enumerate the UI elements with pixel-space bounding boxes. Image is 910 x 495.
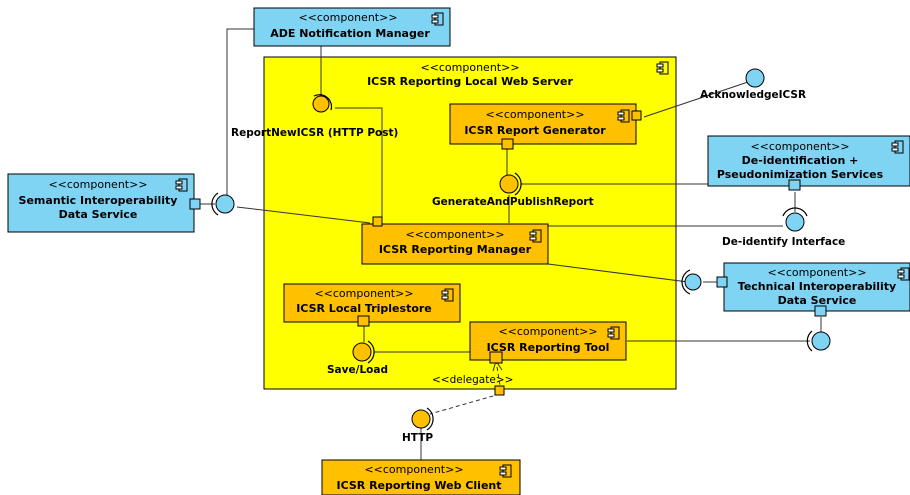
- port-icon: [788, 179, 801, 191]
- svg-text:ICSR Reporting Tool: ICSR Reporting Tool: [487, 341, 610, 354]
- port-icon: [716, 276, 728, 288]
- svg-text:<<component>>: <<component>>: [48, 178, 147, 191]
- svg-text:De-identification +: De-identification +: [742, 154, 859, 167]
- provided-interface-icon: [215, 194, 235, 214]
- port-icon: [357, 315, 370, 327]
- svg-text:Data Service: Data Service: [778, 294, 857, 307]
- icsr-reporting-web-client[interactable]: <<component>> ICSR Reporting Web Client: [321, 459, 521, 495]
- generate-publish-label: GenerateAndPublishReport: [432, 196, 594, 208]
- svg-text:<<component>>: <<component>>: [498, 325, 597, 338]
- required-interface-icon: [514, 172, 522, 196]
- icsr-report-generator[interactable]: <<component>> ICSR Report Generator: [449, 103, 642, 150]
- http-interface[interactable]: [411, 407, 434, 431]
- technical-interoperability-service[interactable]: <<component>> Technical Interoperability…: [703, 262, 910, 317]
- http-label: HTTP: [402, 432, 433, 444]
- icsr-reporting-manager[interactable]: <<component>> ICSR Reporting Manager: [361, 216, 549, 265]
- server-name: ICSR Reporting Local Web Server: [367, 75, 573, 88]
- server-stereotype: <<component>>: [420, 61, 519, 74]
- delegate-label: <<delegate>>: [432, 374, 513, 386]
- acknowledge-icsr-label: AcknowledgeICSR: [700, 89, 806, 101]
- icsr-local-triplestore[interactable]: <<component>> ICSR Local Triplestore: [283, 283, 461, 327]
- required-interface-icon: [806, 330, 813, 352]
- provided-interface-icon: [811, 331, 831, 351]
- required-interface-icon: [211, 192, 219, 216]
- technical-interface[interactable]: [681, 269, 702, 295]
- provided-interface-icon: [785, 212, 805, 232]
- required-interface-icon: [313, 94, 333, 111]
- provided-interface-icon: [684, 273, 702, 291]
- svg-text:<<component>>: <<component>>: [298, 11, 397, 24]
- deidentification-service[interactable]: <<component>> De-identification + Pseudo…: [707, 135, 910, 191]
- svg-text:<<component>>: <<component>>: [314, 287, 413, 300]
- svg-text:ICSR Reporting Manager: ICSR Reporting Manager: [379, 243, 532, 256]
- port-icon: [489, 351, 503, 364]
- required-interface-icon: [681, 269, 691, 295]
- svg-text:<<component>>: <<component>>: [767, 266, 866, 279]
- acknowledge-icsr-interface[interactable]: [745, 68, 765, 88]
- generate-publish-interface[interactable]: [499, 172, 522, 196]
- provided-interface-icon: [312, 95, 330, 113]
- svg-text:Semantic Interoperability: Semantic Interoperability: [19, 194, 178, 207]
- port-icon: [631, 110, 642, 121]
- connectors: [226, 28, 822, 460]
- semantic-interface[interactable]: [211, 192, 235, 216]
- port-icon: [372, 216, 383, 227]
- ade-notification-manager[interactable]: <<component>> ADE Notification Manager: [253, 7, 451, 47]
- provided-interface-icon: [352, 342, 372, 362]
- required-interface-icon: [426, 407, 434, 431]
- required-interface-icon: [367, 340, 375, 364]
- svg-text:<<component>>: <<component>>: [485, 108, 584, 121]
- svg-text:ICSR Report Generator: ICSR Report Generator: [464, 124, 606, 137]
- svg-text:<<component>>: <<component>>: [364, 463, 463, 476]
- icsr-reporting-tool[interactable]: <<component>> ICSR Reporting Tool: [469, 321, 627, 364]
- semantic-interoperability-service[interactable]: <<component>> Semantic Interoperability …: [7, 173, 215, 233]
- save-load-label: Save/Load: [327, 364, 388, 376]
- svg-text:Technical Interoperability: Technical Interoperability: [738, 280, 896, 293]
- svg-text:ICSR Reporting Web Client: ICSR Reporting Web Client: [336, 479, 501, 492]
- port-icon: [189, 198, 201, 210]
- report-new-icsr-interface[interactable]: [312, 94, 333, 113]
- port-icon: [501, 138, 514, 150]
- port-icon: [814, 305, 827, 317]
- report-new-icsr-label: ReportNewICSR (HTTP Post): [231, 127, 398, 139]
- deidentify-label: De-identify Interface: [722, 236, 845, 248]
- provided-interface-icon: [745, 68, 765, 88]
- provided-interface-icon: [411, 409, 431, 429]
- svg-text:ADE Notification Manager: ADE Notification Manager: [270, 27, 430, 40]
- provided-interface-icon: [499, 174, 519, 194]
- svg-text:<<component>>: <<component>>: [405, 228, 504, 241]
- svg-text:<<component>>: <<component>>: [750, 140, 849, 153]
- deidentify-interface[interactable]: [782, 207, 808, 232]
- svg-text:Pseudonimization Services: Pseudonimization Services: [717, 168, 884, 181]
- svg-text:ICSR Local Triplestore: ICSR Local Triplestore: [296, 302, 432, 315]
- save-load-interface[interactable]: [352, 340, 375, 364]
- svg-text:Data Service: Data Service: [59, 208, 138, 221]
- port-icon: [494, 385, 505, 396]
- required-interface-icon: [782, 207, 808, 217]
- technical-lower-interface[interactable]: [806, 330, 831, 352]
